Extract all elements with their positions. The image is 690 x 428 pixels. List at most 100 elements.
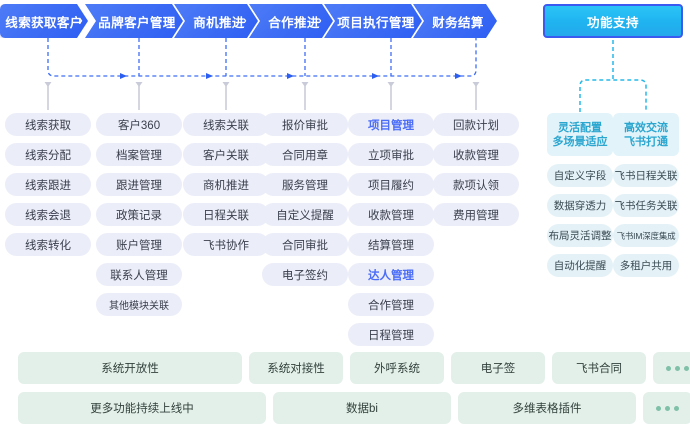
capability-pill[interactable]: 项目管理 [348,113,434,136]
capability-pill[interactable]: 客户关联 [183,143,269,166]
capability-pill[interactable]: 商机推进 [183,173,269,196]
capability-pill[interactable]: 款项认领 [433,173,519,196]
capability-pill[interactable]: 其他模块关联 [96,293,182,316]
capability-pill-label: 档案管理 [116,149,162,162]
support-pill[interactable]: 飞书任务关联 [613,194,679,217]
support-header-label: 功能支持 [586,15,639,30]
capability-pill[interactable]: 日程关联 [183,203,269,226]
capability-pill[interactable]: 结算管理 [348,233,434,256]
flow-step-4[interactable]: 项目执行管理 [324,4,422,38]
flow-step-label: 商机推进 [193,15,245,30]
flow-step-label: 合作推进 [268,15,320,30]
capability-pill-label: 款项认领 [453,179,499,192]
bottom-feature-cell[interactable]: 系统对接性 [249,352,343,384]
capability-pill[interactable]: 收款管理 [348,203,434,226]
bottom-feature-cell[interactable]: 系统开放性 [18,352,242,384]
flow-step-1[interactable]: 品牌客户管理 [85,4,183,38]
capability-pill-label: 日程管理 [368,329,414,342]
capability-pill[interactable]: 费用管理 [433,203,519,226]
capability-pill-label: 其他模块关联 [109,301,169,312]
capability-pill[interactable]: 合同用章 [262,143,348,166]
capability-pill-label: 客户关联 [203,149,249,162]
capability-pill-label: 结算管理 [368,239,414,252]
bottom-feature-label: 电子签 [480,363,516,375]
flow-step-5[interactable]: 财务结算 [413,4,497,38]
bottom-feature-cell[interactable]: 外呼系统 [350,352,444,384]
capability-pill[interactable]: 线索跟进 [5,173,91,196]
capability-pill[interactable]: 线索分配 [5,143,91,166]
capability-pill[interactable]: 联系人管理 [96,263,182,286]
flow-step-2[interactable]: 商机推进 [174,4,258,38]
chevron-right-icon: › [243,15,247,27]
ellipsis-icon [656,405,679,411]
capability-pill-label: 账户管理 [116,239,162,252]
more-options-cell[interactable] [653,352,690,384]
capability-pill[interactable]: 线索转化 [5,233,91,256]
capability-pill-label: 线索转化 [25,239,71,252]
support-card-line1: 高效交流 [624,121,668,134]
support-pill[interactable]: 飞书日程关联 [613,164,679,187]
capability-pill-label: 合同审批 [282,239,328,252]
capability-column-0: 线索获取线索分配线索跟进线索会退线索转化 [5,113,91,263]
support-pill[interactable]: 自定义字段 [547,164,613,187]
bottom-feature-cell[interactable]: 飞书合同 [552,352,646,384]
support-pill[interactable]: 多租户共用 [613,254,679,277]
support-card-title[interactable]: 灵活配置多场景适应 [547,113,613,156]
capability-pill[interactable]: 线索会退 [5,203,91,226]
bottom-feature-cell[interactable]: 更多功能持续上线中 [18,392,266,424]
bottom-feature-cell[interactable]: 多维表格插件 [458,392,636,424]
capability-pill[interactable]: 线索获取 [5,113,91,136]
capability-column-5: 回款计划收款管理款项认领费用管理 [433,113,519,233]
support-column-1: 高效交流飞书打通飞书日程关联飞书任务关联飞书IM深度集成多租户共用 [613,113,679,284]
capability-pill-label: 联系人管理 [110,269,168,282]
capability-pill[interactable]: 档案管理 [96,143,182,166]
bottom-feature-cell[interactable]: 电子签 [451,352,545,384]
capability-pill[interactable]: 客户360 [96,113,182,136]
capability-pill[interactable]: 合同审批 [262,233,348,256]
capability-pill[interactable]: 回款计划 [433,113,519,136]
capability-pill[interactable]: 项目履约 [348,173,434,196]
process-flow-bar: 线索获取客户›品牌客户管理›商机推进›合作推进›项目执行管理›财务结算 [0,4,540,38]
support-pill[interactable]: 自动化提醒 [547,254,613,277]
chevron-right-icon: › [168,15,172,27]
capability-pill-label: 商机推进 [203,179,249,192]
capability-pill[interactable]: 合作管理 [348,293,434,316]
flow-step-0[interactable]: 线索获取客户 [0,4,88,38]
support-pill-label: 多租户共用 [619,260,673,272]
bottom-feature-label: 多维表格插件 [512,403,582,415]
flow-step-3[interactable]: 合作推进 [249,4,333,38]
support-pill[interactable]: 数据穿透力 [547,194,613,217]
capability-pill-label: 线索关联 [203,119,249,132]
capability-pill[interactable]: 账户管理 [96,233,182,256]
support-header-box[interactable]: 功能支持 [543,4,683,38]
bottom-feature-label: 系统开放性 [101,363,159,375]
support-pill[interactable]: 飞书IM深度集成 [613,224,679,247]
capability-pill[interactable]: 达人管理 [348,263,434,286]
capability-pill[interactable]: 立项审批 [348,143,434,166]
bottom-feature-cell[interactable]: 数据bi [273,392,451,424]
capability-pill[interactable]: 服务管理 [262,173,348,196]
bottom-feature-label: 飞书合同 [576,363,622,375]
capability-pill[interactable]: 收款管理 [433,143,519,166]
capability-pill[interactable]: 电子签约 [262,263,348,286]
support-card-line2: 飞书打通 [624,135,668,148]
capability-pill-label: 线索获取 [25,119,71,132]
capability-pill[interactable]: 线索关联 [183,113,269,136]
capability-pill-label: 日程关联 [203,209,249,222]
capability-pill[interactable]: 飞书协作 [183,233,269,256]
capability-pill-label: 政策记录 [116,209,162,222]
support-card-title[interactable]: 高效交流飞书打通 [613,113,679,156]
capability-pill[interactable]: 自定义提醒 [262,203,348,226]
capability-pill-label: 飞书协作 [203,239,249,252]
capability-pill[interactable]: 日程管理 [348,323,434,346]
support-column-0: 灵活配置多场景适应自定义字段数据穿透力布局灵活调整自动化提醒 [547,113,613,284]
capability-pill-label: 线索分配 [25,149,71,162]
support-pill[interactable]: 布局灵活调整 [547,224,613,247]
capability-pill-label: 立项审批 [368,149,414,162]
more-options-cell[interactable] [643,392,690,424]
capability-pill-label: 项目履约 [368,179,414,192]
capability-pill[interactable]: 报价审批 [262,113,348,136]
capability-pill[interactable]: 跟进管理 [96,173,182,196]
capability-pill[interactable]: 政策记录 [96,203,182,226]
